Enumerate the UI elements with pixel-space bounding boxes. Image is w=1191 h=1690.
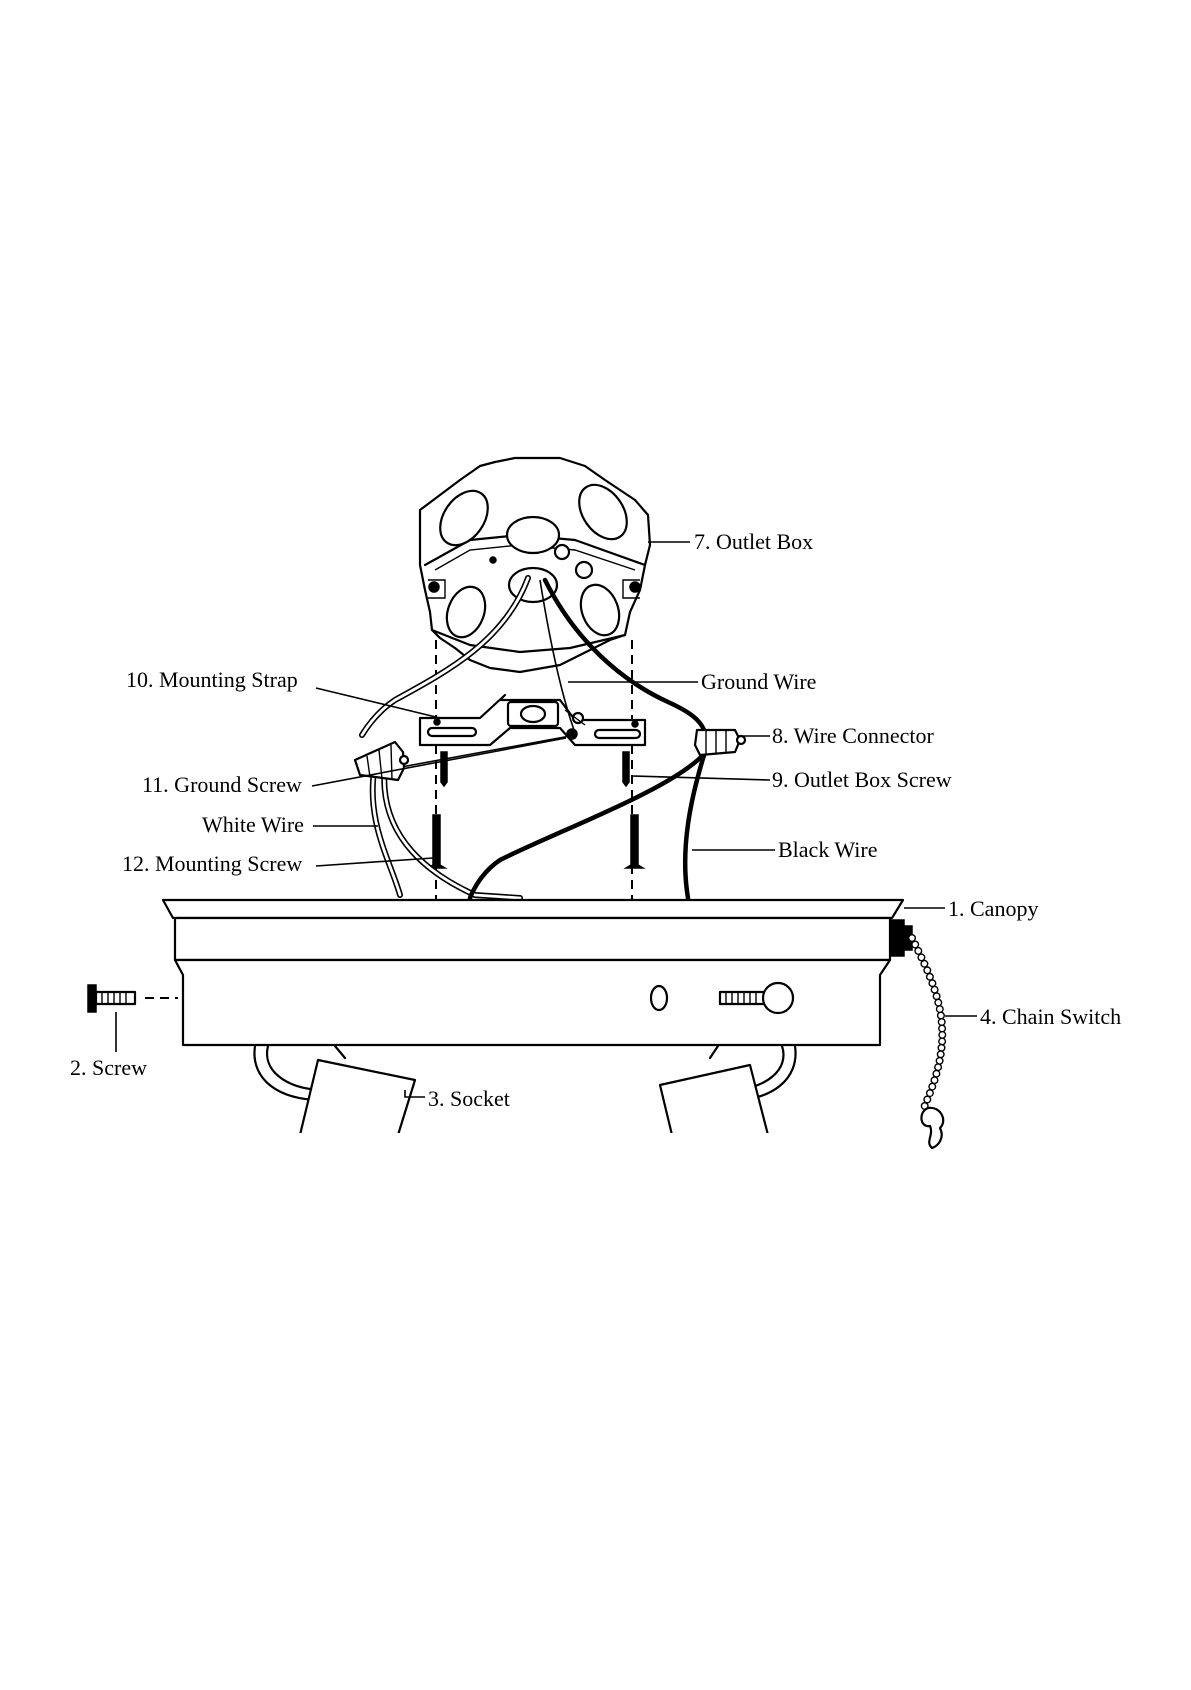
chain-bead bbox=[938, 1012, 945, 1019]
chain-bead bbox=[921, 961, 928, 968]
mounting-strap bbox=[420, 695, 645, 745]
chain-bead bbox=[931, 1077, 938, 1084]
chain-bead bbox=[935, 1064, 942, 1071]
label-outlet-box: 7. Outlet Box bbox=[694, 529, 813, 554]
chain-bead bbox=[931, 986, 938, 993]
chain bbox=[909, 935, 946, 1110]
label-black-wire: Black Wire bbox=[778, 837, 878, 862]
chain-bead bbox=[927, 1090, 934, 1097]
label-socket: 3. Socket bbox=[428, 1086, 510, 1111]
chain-bead bbox=[933, 1070, 940, 1077]
label-outlet-box-screw: 9. Outlet Box Screw bbox=[772, 767, 952, 792]
label-mounting-screw: 12. Mounting Screw bbox=[122, 851, 302, 876]
chain-bead bbox=[939, 1025, 946, 1032]
label-mounting-strap: 10. Mounting Strap bbox=[126, 667, 298, 692]
wire-connector-left bbox=[355, 742, 408, 780]
label-ground-screw: 11. Ground Screw bbox=[142, 772, 302, 797]
chain-bead bbox=[939, 1032, 946, 1039]
chain-bead bbox=[937, 1051, 944, 1058]
outlet-box bbox=[420, 458, 650, 672]
wire-connector-right bbox=[695, 730, 745, 755]
chain-bead bbox=[924, 967, 931, 974]
chain-bead bbox=[936, 1058, 943, 1065]
side-screw bbox=[88, 985, 135, 1012]
chain-bead bbox=[938, 1019, 945, 1026]
chain-bead bbox=[933, 993, 940, 1000]
label-wire-connector: 8. Wire Connector bbox=[772, 723, 935, 748]
chain-bead bbox=[937, 1006, 944, 1013]
chain-bead bbox=[929, 980, 936, 987]
label-white-wire: White Wire bbox=[202, 812, 304, 837]
chain-bead bbox=[938, 1045, 945, 1052]
label-screw: 2. Screw bbox=[70, 1055, 147, 1080]
chain-bead bbox=[912, 941, 919, 948]
chain-bead bbox=[918, 954, 925, 961]
chain-bead bbox=[924, 1096, 931, 1103]
chain-bead bbox=[935, 999, 942, 1006]
chain-bead bbox=[939, 1038, 946, 1045]
chain-switch bbox=[890, 920, 946, 1148]
chain-bead bbox=[927, 974, 934, 981]
label-ground-wire: Ground Wire bbox=[701, 669, 816, 694]
chain-bead bbox=[929, 1083, 936, 1090]
chain-bead bbox=[909, 935, 916, 942]
label-canopy: 1. Canopy bbox=[948, 896, 1038, 921]
label-chain-switch: 4. Chain Switch bbox=[980, 1004, 1121, 1029]
chain-bead bbox=[915, 948, 922, 955]
